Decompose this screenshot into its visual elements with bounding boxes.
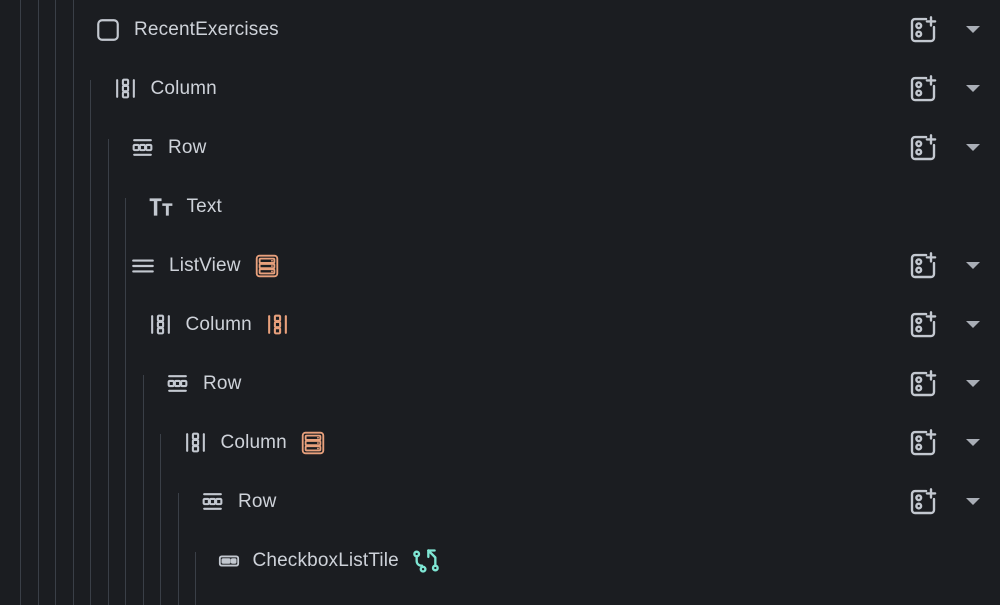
chevron-placeholder: [960, 548, 986, 574]
tree-row[interactable]: Column: [0, 413, 1000, 472]
chevron-down-icon[interactable]: [960, 253, 986, 279]
add-node-icon[interactable]: [906, 249, 940, 283]
tree-node-label: Row: [238, 490, 277, 512]
row-actions: [906, 236, 986, 295]
tree-row[interactable]: Column: [0, 59, 1000, 118]
tree-row[interactable]: Row: [0, 472, 1000, 531]
tree-row[interactable]: Text: [0, 177, 1000, 236]
tree-node-label: Row: [168, 136, 207, 158]
tree-row[interactable]: RecentExercises: [0, 0, 1000, 59]
add-node-icon[interactable]: [906, 131, 940, 165]
row-actions: [906, 531, 986, 590]
row-actions: [906, 295, 986, 354]
add-node-icon[interactable]: [906, 72, 940, 106]
row-actions: [906, 472, 986, 531]
row-layout-icon: [130, 135, 155, 160]
chevron-down-icon[interactable]: [960, 371, 986, 397]
row-actions: [906, 0, 986, 59]
column-layout-icon: [183, 430, 208, 455]
row-layout-icon: [165, 371, 190, 396]
row-actions: [906, 177, 986, 236]
chevron-placeholder: [960, 194, 986, 220]
column-layout-icon: [148, 312, 173, 337]
tree-row[interactable]: CheckboxListTile: [0, 531, 1000, 590]
row-layout-icon: [200, 489, 225, 514]
tree-node-label: Text: [186, 195, 222, 217]
add-node-icon[interactable]: [906, 485, 940, 519]
tree-row[interactable]: ListView: [0, 236, 1000, 295]
checkbox-outline-icon: [95, 17, 121, 43]
tree-node-label: Column: [185, 313, 252, 335]
chevron-down-icon[interactable]: [960, 76, 986, 102]
column-layout-icon: [113, 76, 138, 101]
tree-row[interactable]: Row: [0, 118, 1000, 177]
row-actions: [906, 354, 986, 413]
chevron-down-icon[interactable]: [960, 17, 986, 43]
list-stack-badge-icon[interactable]: [254, 253, 280, 279]
add-node-icon[interactable]: [906, 426, 940, 460]
list-lines-icon: [130, 253, 156, 279]
chevron-down-icon[interactable]: [960, 135, 986, 161]
tree-row[interactable]: Column: [0, 295, 1000, 354]
add-node-icon[interactable]: [906, 308, 940, 342]
text-format-icon: [148, 194, 174, 220]
chevron-down-icon[interactable]: [960, 489, 986, 515]
chevron-down-icon[interactable]: [960, 430, 986, 456]
tree-node-label: RecentExercises: [134, 18, 279, 40]
row-actions: [906, 59, 986, 118]
tree-row[interactable]: Row: [0, 354, 1000, 413]
add-node-placeholder: [906, 544, 940, 578]
list-tile-icon: [218, 550, 240, 572]
column-layout-badge-icon[interactable]: [265, 312, 290, 337]
chevron-down-icon[interactable]: [960, 312, 986, 338]
tree-node-label: CheckboxListTile: [252, 549, 399, 571]
tree-node-label: ListView: [169, 254, 241, 276]
tree-node-label: Row: [203, 372, 242, 394]
add-node-icon[interactable]: [906, 13, 940, 47]
list-stack-badge-icon[interactable]: [300, 430, 326, 456]
branch-flow-badge-icon[interactable]: [412, 547, 440, 575]
add-node-placeholder: [906, 190, 940, 224]
row-actions: [906, 118, 986, 177]
tree-node-label: Column: [220, 431, 287, 453]
row-actions: [906, 413, 986, 472]
tree-node-label: Column: [150, 77, 217, 99]
add-node-icon[interactable]: [906, 367, 940, 401]
